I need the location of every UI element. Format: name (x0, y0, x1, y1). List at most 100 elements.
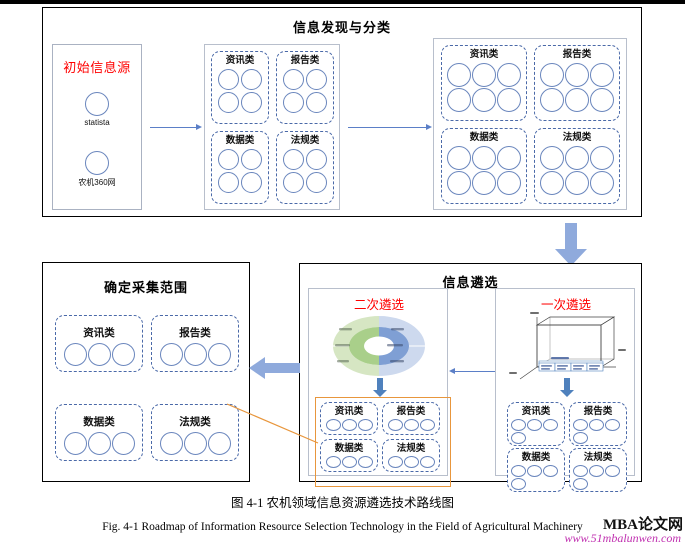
catbox-circles (153, 432, 237, 455)
item-circle (159, 343, 183, 366)
catbox-stage2-data: 数据类 (441, 128, 527, 204)
catbox-stage1-data: 数据类 (211, 131, 269, 204)
item-circle (207, 432, 231, 455)
item-circle (325, 419, 341, 431)
catbox-stage2-news: 资讯类 (441, 45, 527, 121)
catbox-circles (279, 68, 331, 114)
catbox-second-regulation: 法规类 (382, 439, 440, 472)
item-circle (542, 465, 558, 477)
item-circle (419, 456, 435, 468)
item-circle (447, 145, 471, 170)
catbox-label: 报告类 (562, 49, 592, 60)
catbox-circles (444, 62, 524, 112)
catbox-second-report: 报告类 (382, 402, 440, 435)
item-circle (497, 62, 521, 87)
catbox-label: 报告类 (290, 55, 320, 66)
item-circle (565, 62, 589, 87)
catbox-circles (510, 465, 562, 490)
catbox-scope-data: 数据类 (55, 404, 143, 461)
item-circle (207, 343, 231, 366)
item-circle (387, 456, 403, 468)
catbox-label: 数据类 (225, 135, 255, 146)
item-circle (306, 69, 327, 90)
second-pass-title: 二次遴选 (353, 298, 404, 312)
item-circle (510, 419, 526, 431)
item-circle (540, 145, 564, 170)
item-circle (572, 465, 588, 477)
catbox-circles (57, 343, 141, 366)
item-circle (565, 87, 589, 112)
watermark-url: www.51mbalunwen.com (564, 531, 681, 545)
catbox-label: 报告类 (179, 327, 211, 339)
item-circle (283, 92, 304, 113)
source-node-label: statista (84, 118, 110, 127)
item-circle (590, 87, 614, 112)
donut-chart (333, 316, 425, 376)
catbox-second-news: 资讯类 (320, 402, 378, 435)
catbox-label: 报告类 (583, 406, 613, 417)
catbox-stage1-regulation: 法规类 (276, 131, 334, 204)
discovery-stage2-group: 资讯类 报告类 数据类 (433, 38, 627, 210)
item-circle (447, 87, 471, 112)
item-circle (111, 343, 135, 366)
item-circle (63, 432, 87, 455)
initial-source-title: 初始信息源 (63, 60, 131, 75)
item-circle (403, 419, 419, 431)
initial-source-box: 初始信息源 statista 农机360网 (52, 44, 142, 210)
arrow-stage1-to-stage2-head (426, 123, 432, 130)
item-circle (419, 419, 435, 431)
source-node-statista: statista (84, 92, 110, 127)
item-circle (63, 343, 87, 366)
item-circle (341, 419, 357, 431)
item-circle (241, 69, 262, 90)
item-circle (526, 419, 542, 431)
arrow-firstpass-to-secondpass-head (449, 367, 455, 374)
item-circle (159, 432, 183, 455)
top-black-bar (0, 0, 685, 4)
item-circle (540, 87, 564, 112)
item-circle (218, 69, 239, 90)
figure-caption-cn: 图 4-1 农机领域信息资源遴选技术路线图 (231, 496, 454, 510)
item-circle (87, 432, 111, 455)
catbox-circles (444, 145, 524, 195)
figure-caption-en: Fig. 4-1 Roadmap of Information Resource… (102, 521, 583, 533)
item-circle (497, 87, 521, 112)
catbox-label: 报告类 (396, 406, 426, 417)
item-circle (283, 149, 304, 170)
catbox-circles (214, 148, 266, 194)
catbox-circles (279, 148, 331, 194)
item-circle (497, 170, 521, 195)
first-pass-group: 一次遴选 (495, 288, 635, 492)
item-circle (183, 432, 207, 455)
catbox-label: 数据类 (83, 416, 115, 428)
catbox-label: 数据类 (334, 443, 364, 454)
item-circle (218, 92, 239, 113)
item-circle (590, 145, 614, 170)
item-circle (306, 149, 327, 170)
catbox-label: 数据类 (521, 452, 551, 463)
item-circle (472, 145, 496, 170)
item-circle (526, 465, 542, 477)
catbox-circles (537, 62, 617, 112)
catbox-circles (214, 68, 266, 114)
item-circle (447, 62, 471, 87)
arrow-source-to-stage1 (150, 127, 198, 128)
source-node-label: 农机360网 (78, 178, 116, 187)
item-circle (306, 92, 327, 113)
source-node-circle (85, 92, 109, 116)
panel-discovery-title: 信息发现与分类 (292, 20, 391, 35)
discovery-stage1-group: 资讯类 报告类 数据类 法规类 (204, 44, 340, 210)
item-circle (447, 170, 471, 195)
first-pass-title: 一次遴选 (540, 298, 591, 312)
catbox-label: 法规类 (290, 135, 320, 146)
catbox-scope-report: 报告类 (151, 315, 239, 372)
item-circle (590, 62, 614, 87)
item-circle (510, 478, 526, 490)
catbox-label: 资讯类 (83, 327, 115, 339)
panel-scope-title: 确定采集范围 (103, 280, 188, 295)
orange-connector-line (226, 403, 319, 444)
item-circle (604, 419, 620, 431)
panel-selection-title: 信息遴选 (442, 275, 499, 290)
catbox-label: 资讯类 (225, 55, 255, 66)
catbox-circles (383, 419, 439, 431)
